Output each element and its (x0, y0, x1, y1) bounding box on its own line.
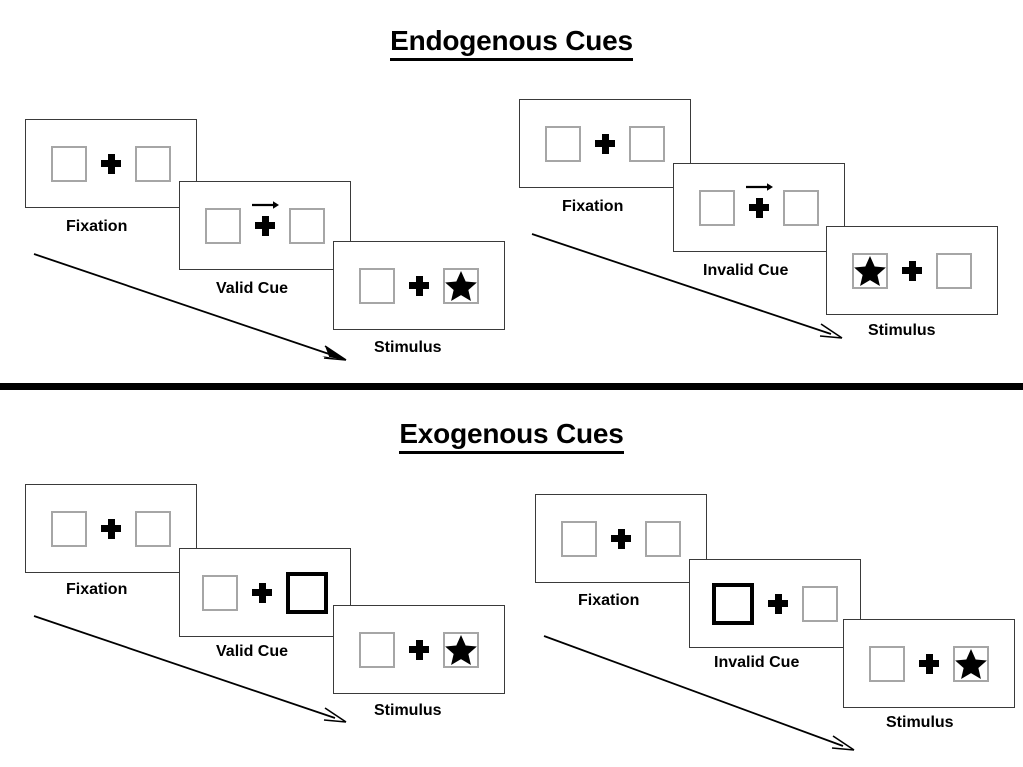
right-box (629, 125, 665, 162)
fixation-cross-icon (768, 593, 788, 614)
panel-content (359, 267, 479, 304)
arrow-right-cue-icon (252, 200, 279, 209)
left-box (205, 207, 241, 244)
time-flow-arrow-endogenous-valid (33, 253, 347, 361)
panel-endogenous-invalid-cue (673, 163, 845, 252)
star-target-icon (955, 648, 987, 679)
panel-exogenous-invalid-stimulus (843, 619, 1015, 708)
right-box-with-target (443, 631, 479, 668)
panel-exogenous-invalid-fixation (535, 494, 707, 583)
caption-endogenous-valid-cue: Valid Cue (216, 280, 289, 297)
left-box-cued (712, 582, 754, 625)
exogenous-title-text: Exogenous Cues (399, 418, 624, 454)
panel-content (51, 145, 171, 182)
panel-content (205, 200, 325, 244)
panel-content (561, 520, 681, 557)
fixation-cross-icon (902, 260, 922, 281)
right-box (645, 520, 681, 557)
fixation-cross-icon (252, 582, 272, 603)
right-box (936, 252, 972, 289)
left-box (869, 645, 905, 682)
right-box (783, 189, 819, 226)
fixation-cross-icon (409, 275, 429, 296)
panel-endogenous-invalid-stimulus (826, 226, 998, 315)
right-box (135, 145, 171, 182)
left-box (51, 145, 87, 182)
time-flow-arrow-endogenous-invalid (531, 233, 843, 339)
caption-exogenous-valid-stimulus: Stimulus (374, 702, 442, 719)
right-box-with-target (953, 645, 989, 682)
panel-endogenous-valid-stimulus (333, 241, 505, 330)
panel-exogenous-valid-fixation (25, 484, 197, 573)
fixation-cross-icon (101, 518, 121, 539)
caption-exogenous-invalid-fixation: Fixation (578, 592, 640, 609)
left-box (545, 125, 581, 162)
center-cue-stack (746, 182, 773, 218)
left-box (202, 574, 238, 611)
right-box-with-target (443, 267, 479, 304)
panel-content (712, 582, 838, 625)
section-divider (0, 383, 1023, 390)
left-box (359, 631, 395, 668)
fixation-cross-icon (919, 653, 939, 674)
left-box (51, 510, 87, 547)
panel-endogenous-invalid-fixation (519, 99, 691, 188)
panel-content (852, 252, 972, 289)
endogenous-section-title: Endogenous Cues (0, 25, 1023, 61)
fixation-cross-icon (611, 528, 631, 549)
panel-exogenous-valid-stimulus (333, 605, 505, 694)
star-target-icon (445, 270, 477, 301)
panel-content (51, 510, 171, 547)
fixation-cross-icon (255, 215, 275, 236)
caption-exogenous-valid-cue: Valid Cue (216, 643, 289, 660)
center-cue-stack (252, 200, 279, 236)
time-flow-arrow-exogenous-valid (33, 615, 347, 723)
caption-endogenous-invalid-stimulus: Stimulus (868, 322, 936, 339)
panel-exogenous-valid-cue (179, 548, 351, 637)
star-target-icon (445, 634, 477, 665)
arrow-right-cue-icon (746, 182, 773, 191)
left-box (699, 189, 735, 226)
panel-content (545, 125, 665, 162)
panel-endogenous-valid-fixation (25, 119, 197, 208)
right-box (135, 510, 171, 547)
fixation-cross-icon (595, 133, 615, 154)
right-box (289, 207, 325, 244)
caption-endogenous-valid-fixation: Fixation (66, 218, 128, 235)
endogenous-title-text: Endogenous Cues (390, 25, 633, 61)
star-target-icon (854, 255, 886, 286)
exogenous-section-title: Exogenous Cues (0, 418, 1023, 454)
right-box-cued (286, 571, 328, 614)
caption-exogenous-valid-fixation: Fixation (66, 581, 128, 598)
fixation-cross-icon (749, 197, 769, 218)
panel-content (359, 631, 479, 668)
panel-content (202, 571, 328, 614)
panel-endogenous-valid-cue (179, 181, 351, 270)
panel-exogenous-invalid-cue (689, 559, 861, 648)
left-box (359, 267, 395, 304)
panel-content (869, 645, 989, 682)
caption-exogenous-invalid-stimulus: Stimulus (886, 714, 954, 731)
caption-exogenous-invalid-cue: Invalid Cue (714, 654, 800, 671)
time-flow-arrow-exogenous-invalid (543, 635, 855, 751)
right-box (802, 585, 838, 622)
fixation-cross-icon (101, 153, 121, 174)
caption-endogenous-invalid-fixation: Fixation (562, 198, 624, 215)
caption-endogenous-valid-stimulus: Stimulus (374, 339, 442, 356)
panel-content (699, 182, 819, 226)
left-box-with-target (852, 252, 888, 289)
caption-endogenous-invalid-cue: Invalid Cue (703, 262, 789, 279)
fixation-cross-icon (409, 639, 429, 660)
left-box (561, 520, 597, 557)
